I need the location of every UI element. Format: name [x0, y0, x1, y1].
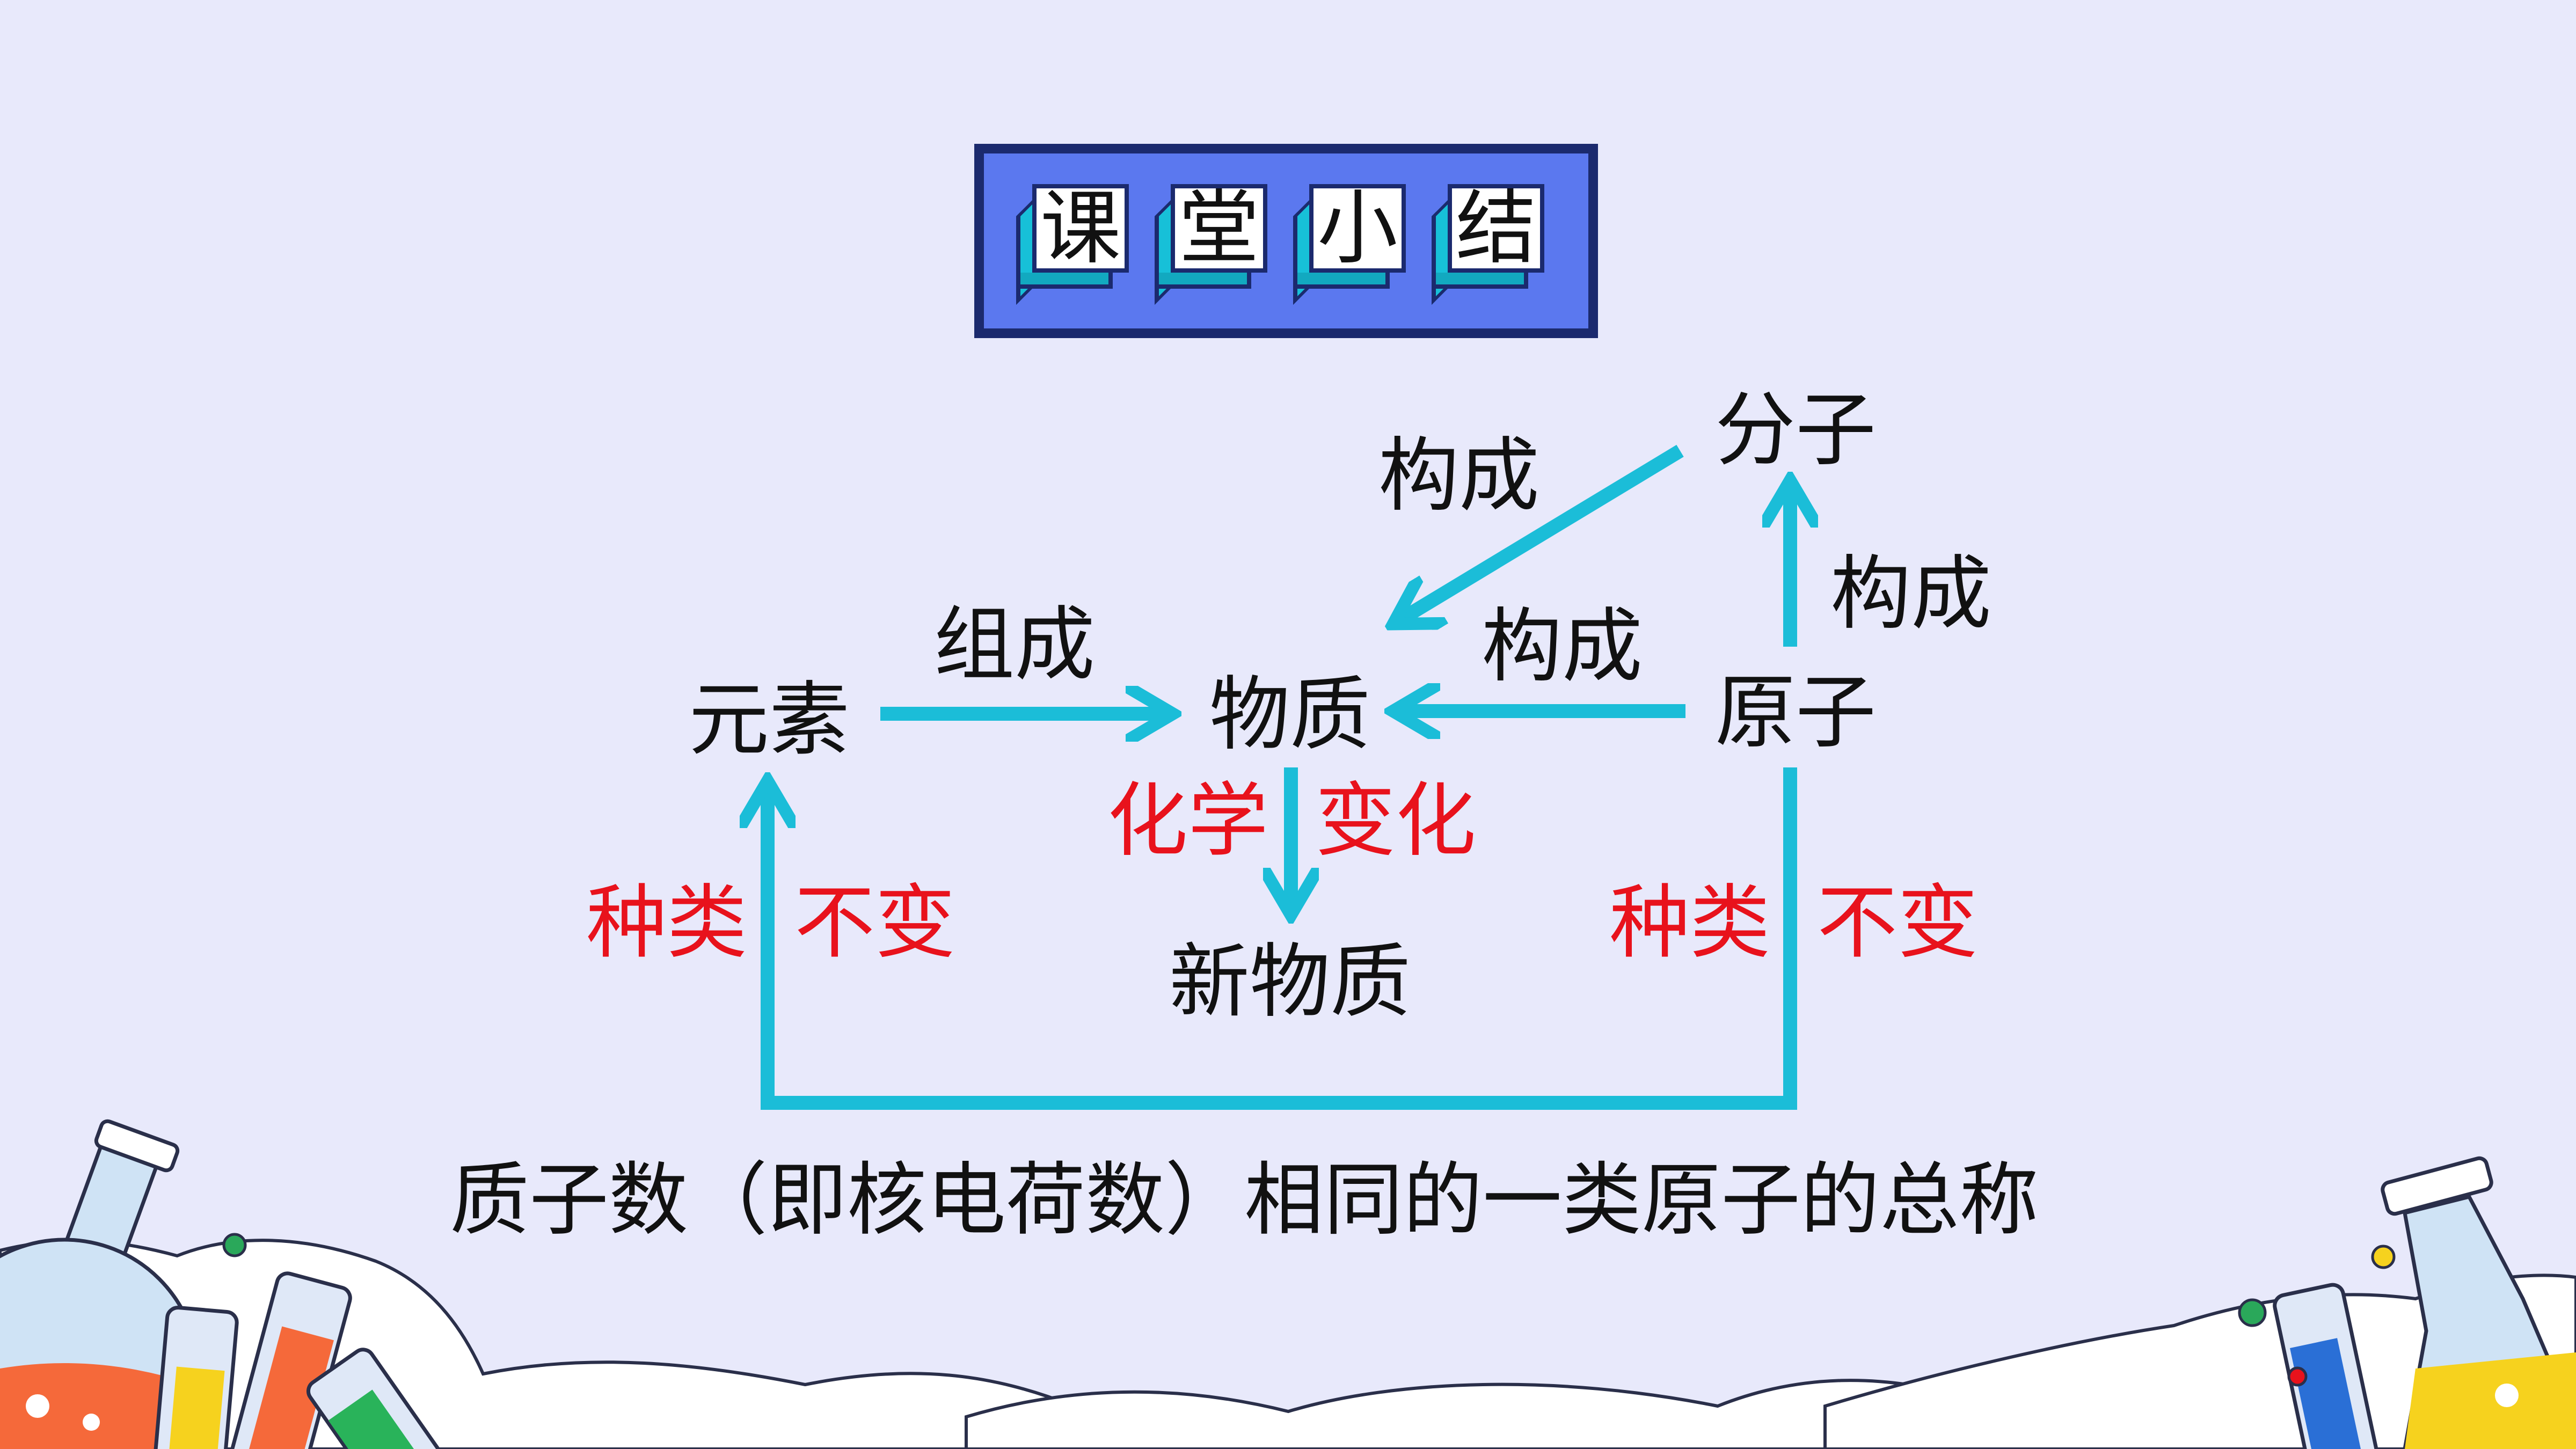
title-char: 堂: [1171, 184, 1267, 273]
title-banner: 课 堂 小 结: [974, 144, 1598, 338]
node-molecule: 分子: [1715, 384, 1877, 477]
edge-label-constitute-atom-molecule: 构成: [1830, 547, 1992, 641]
test-tube-blue-icon: [2273, 1283, 2381, 1449]
title-char: 结: [1448, 184, 1544, 273]
node-substance: 物质: [1209, 668, 1371, 762]
title-key-4: 结: [1432, 184, 1544, 305]
title-key-2: 堂: [1155, 184, 1267, 305]
test-tube-yellow-icon: [153, 1306, 239, 1449]
bubble-green-icon: [222, 1233, 247, 1257]
chemical-change-label-2: 变化: [1315, 774, 1477, 868]
node-element: 元素: [689, 674, 850, 767]
invariant-left-kind: 种类: [586, 876, 748, 970]
round-flask-icon: [0, 1119, 201, 1449]
arrow-atom-to-element: [768, 767, 1797, 1110]
title-key-3: 小: [1293, 184, 1406, 305]
test-tube-green-icon: [306, 1348, 456, 1449]
bubble-red-icon: [2287, 1366, 2308, 1387]
edge-label-compose: 组成: [934, 598, 1096, 692]
title-char: 小: [1309, 184, 1406, 273]
erlenmeyer-flask-icon: [2381, 1156, 2576, 1449]
element-definition: 质子数（即核电荷数）相同的一类原子的总称: [450, 1154, 2039, 1246]
arrow-molecule-to-substance: [1396, 444, 1684, 623]
title-char: 课: [1032, 184, 1129, 273]
edge-label-constitute-atom: 构成: [1482, 600, 1643, 693]
invariant-left-unchanged: 不变: [794, 876, 956, 970]
node-atom: 原子: [1715, 666, 1877, 759]
cloud-shape-middle: [965, 1379, 1961, 1449]
chemical-change-label-1: 化学: [1107, 774, 1269, 868]
title-banner-inner: 课 堂 小 结: [981, 150, 1592, 332]
edge-label-constitute-molecule: 构成: [1378, 429, 1540, 523]
title-key-1: 课: [1016, 184, 1129, 305]
bubble-green-right-icon: [2238, 1298, 2267, 1327]
node-new-substance: 新物质: [1169, 935, 1411, 1029]
invariant-right-kind: 种类: [1609, 876, 1771, 970]
invariant-right-unchanged: 不变: [1817, 876, 1979, 970]
bubble-yellow-icon: [2371, 1245, 2396, 1269]
